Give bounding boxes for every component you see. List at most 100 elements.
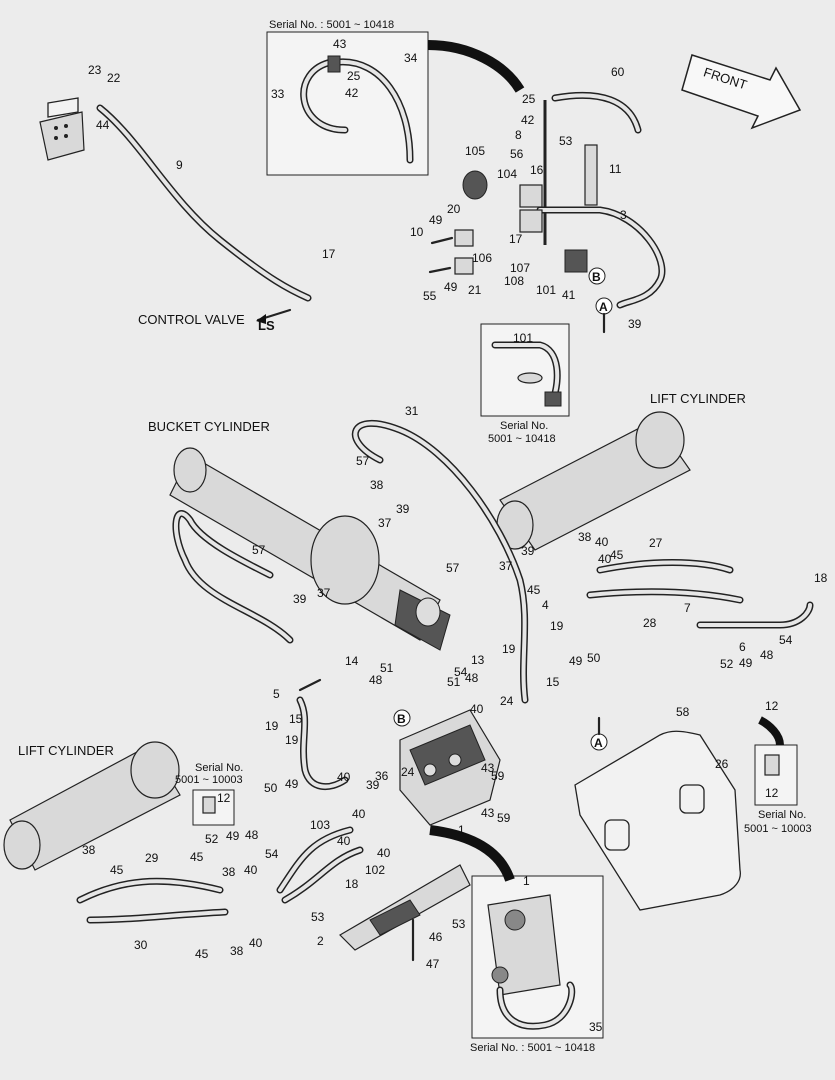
part-callout-12: 12 — [765, 699, 779, 713]
part-callout-103: 103 — [310, 818, 330, 832]
part-callout-14: 14 — [345, 654, 359, 668]
part-callout-43: 43 — [333, 37, 347, 51]
inset-pipe — [480, 323, 570, 417]
part-callout-24: 24 — [500, 694, 514, 708]
part-callout-101: 101 — [536, 283, 556, 297]
part-callout-42: 42 — [345, 86, 359, 100]
part-callout-56: 56 — [510, 147, 524, 161]
part-callout-38: 38 — [230, 944, 244, 958]
part-callout-16: 16 — [530, 163, 544, 177]
marker-b-mid: B — [393, 709, 411, 727]
part-callout-53: 53 — [452, 917, 466, 931]
part-callout-54: 54 — [779, 633, 793, 647]
inset-top-caption: Serial No. : 5001 ~ 10418 — [269, 19, 394, 31]
inset-right-small — [754, 716, 798, 806]
part-callout-105: 105 — [465, 144, 485, 158]
part-callout-39: 39 — [293, 592, 307, 606]
part-callout-48: 48 — [465, 671, 479, 685]
part-callout-5: 5 — [273, 687, 280, 701]
part-callout-52: 52 — [720, 657, 734, 671]
part-callout-60: 60 — [611, 65, 625, 79]
part-callout-39: 39 — [366, 778, 380, 792]
part-callout-26: 26 — [715, 757, 729, 771]
part-callout-49: 49 — [569, 654, 583, 668]
part-callout-25: 25 — [347, 69, 361, 83]
part-callout-37: 37 — [499, 559, 513, 573]
part-callout-39: 39 — [521, 544, 535, 558]
marker-a-top: A — [595, 297, 613, 334]
inset-top — [266, 31, 525, 176]
clamp-20 — [454, 229, 474, 247]
part-callout-38: 38 — [82, 843, 96, 857]
part-callout-53: 53 — [559, 134, 573, 148]
part-callout-49: 49 — [444, 280, 458, 294]
part-callout-39: 39 — [628, 317, 642, 331]
svg-text:B: B — [592, 270, 601, 284]
middle-hoses — [76, 419, 814, 924]
bolt-55 — [428, 266, 452, 274]
pipe-3 — [536, 206, 666, 309]
part-callout-37: 37 — [317, 586, 331, 600]
part-callout-52: 52 — [205, 832, 219, 846]
part-callout-48: 48 — [245, 828, 259, 842]
ls-label: LS — [258, 318, 275, 333]
control-valve-label: CONTROL VALVE — [138, 312, 245, 327]
part-callout-43: 43 — [481, 806, 495, 820]
lift-cylinder-left — [3, 741, 181, 871]
part-callout-58: 58 — [676, 705, 690, 719]
svg-text:A: A — [599, 300, 608, 314]
part-callout-19: 19 — [550, 619, 564, 633]
part-callout-18: 18 — [814, 571, 828, 585]
part-callout-42: 42 — [521, 113, 535, 127]
part-callout-57: 57 — [252, 543, 266, 557]
part-callout-57: 57 — [446, 561, 460, 575]
part-callout-44: 44 — [96, 118, 110, 132]
part-callout-51: 51 — [447, 675, 461, 689]
svg-text:A: A — [594, 736, 603, 750]
part-callout-15: 15 — [289, 712, 303, 726]
part-callout-13: 13 — [471, 653, 485, 667]
part-callout-19: 19 — [502, 642, 516, 656]
part-callout-40: 40 — [598, 552, 612, 566]
lift-cylinder-right-label: LIFT CYLINDER — [650, 391, 746, 406]
part-callout-43: 43 — [481, 761, 495, 775]
part-callout-12: 12 — [765, 786, 779, 800]
part-callout-39: 39 — [396, 502, 410, 516]
inset-pipe-caption-1: Serial No. — [500, 420, 548, 432]
inset-bottom-caption: Serial No. : 5001 ~ 10418 — [470, 1042, 595, 1054]
part-callout-7: 7 — [684, 601, 691, 615]
part-callout-40: 40 — [352, 807, 366, 821]
part-callout-18: 18 — [345, 877, 359, 891]
part-callout-45: 45 — [190, 850, 204, 864]
svg-text:B: B — [397, 712, 406, 726]
part-callout-40: 40 — [244, 863, 258, 877]
bolt-10 — [430, 236, 454, 245]
part-callout-45: 45 — [527, 583, 541, 597]
part-callout-48: 48 — [369, 673, 383, 687]
part-callout-29: 29 — [145, 851, 159, 865]
part-callout-11: 11 — [609, 162, 622, 176]
fitting-16 — [519, 184, 543, 208]
part-callout-41: 41 — [562, 288, 576, 302]
part-callout-24: 24 — [401, 765, 415, 779]
part-callout-102: 102 — [365, 863, 385, 877]
part-callout-37: 37 — [378, 516, 392, 530]
clamp-plate-11 — [584, 144, 598, 206]
control-valve — [399, 709, 501, 826]
mount-plate — [47, 97, 79, 118]
part-callout-49: 49 — [429, 213, 443, 227]
part-callout-19: 19 — [285, 733, 299, 747]
marker-b-top: B — [588, 267, 606, 285]
part-callout-48: 48 — [760, 648, 774, 662]
clamp-21 — [454, 257, 474, 275]
part-callout-57: 57 — [356, 454, 370, 468]
part-callout-53: 53 — [311, 910, 325, 924]
inset-bottom — [429, 825, 604, 1039]
bracket-2 — [339, 864, 471, 962]
part-callout-33: 33 — [271, 87, 285, 101]
mount-bracket — [39, 111, 85, 161]
part-callout-30: 30 — [134, 938, 148, 952]
pipe-assembly-3 — [428, 91, 666, 309]
part-callout-59: 59 — [491, 769, 505, 783]
